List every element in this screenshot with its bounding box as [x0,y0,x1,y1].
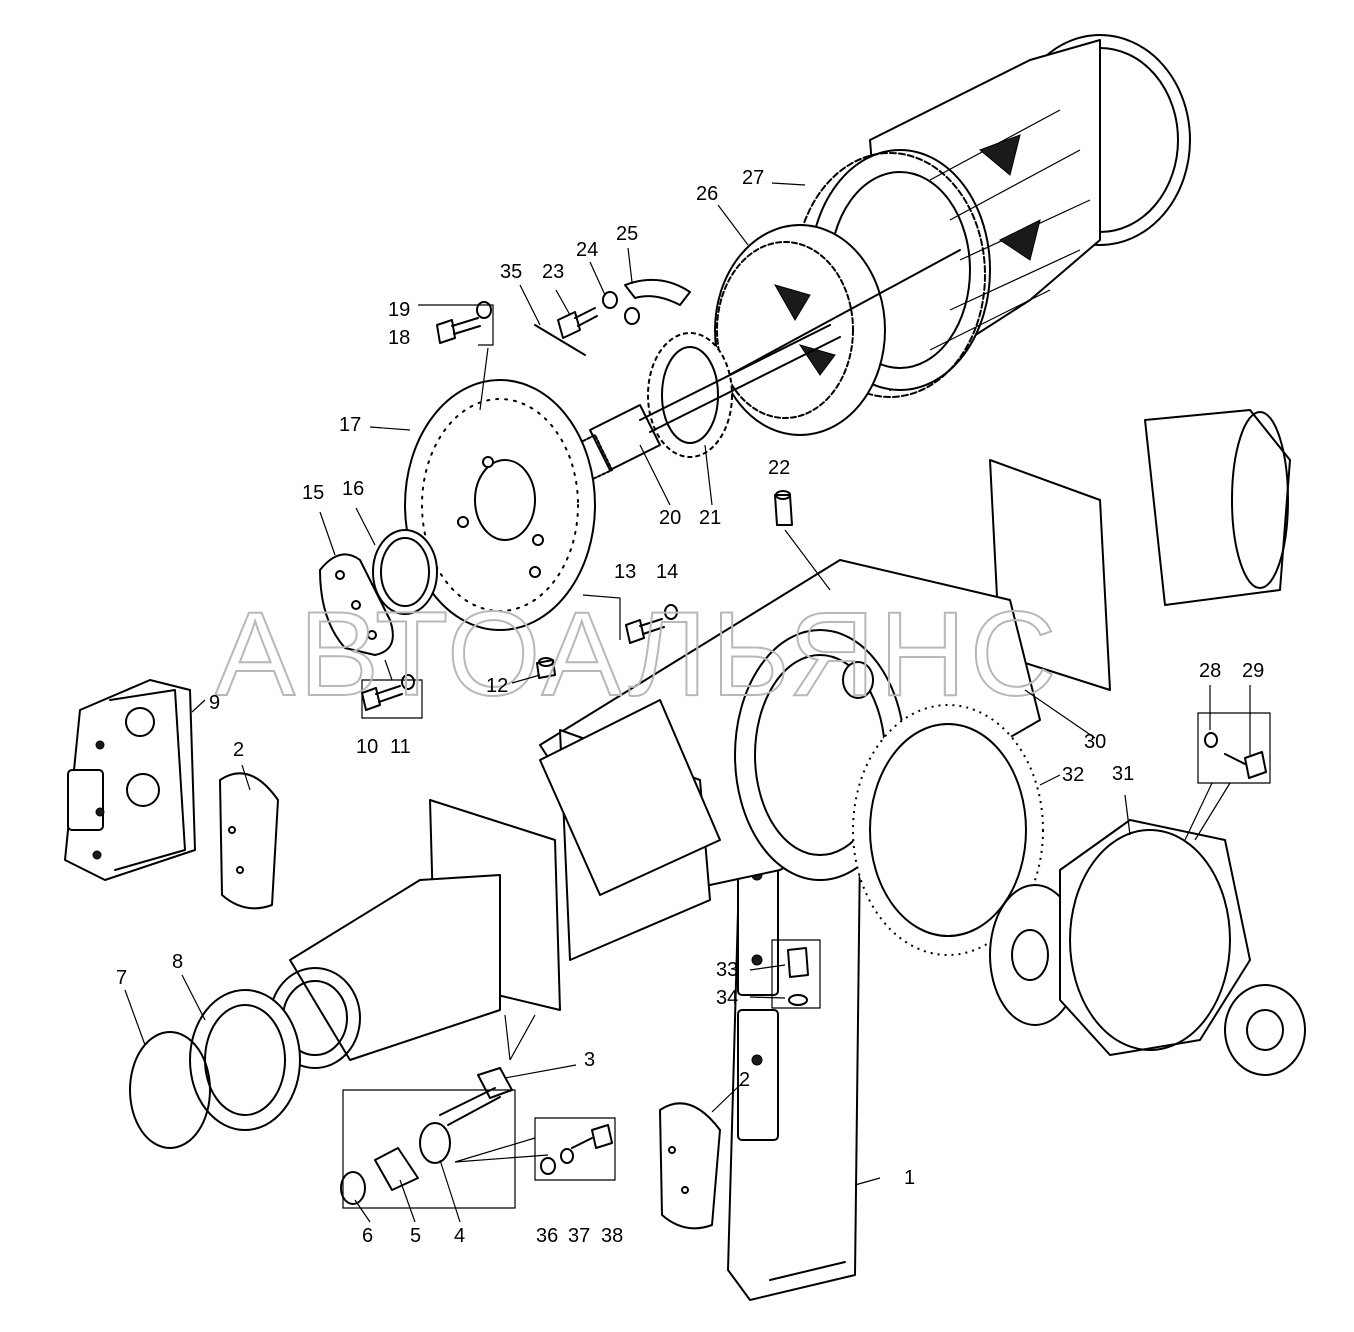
callout-22: 22 [768,457,790,479]
callout-3: 3 [584,1049,595,1071]
callout-6: 6 [362,1225,373,1247]
callout-28: 28 [1199,660,1221,682]
callout-37: 37 [568,1225,590,1247]
callout-36: 36 [536,1225,558,1247]
lock-plate-25 [624,278,691,306]
callout-27: 27 [742,167,764,189]
bolt-29 [1224,751,1267,779]
callout-4: 4 [454,1225,465,1247]
washer-28 [1204,732,1218,748]
gasket-32 [852,704,1044,956]
callout-25: 25 [616,223,638,245]
callout-9: 9 [209,692,220,714]
brake-pad-2-right [659,1102,721,1230]
half-shaft-20 [564,324,841,486]
brake-disc-17 [404,379,596,631]
washer-19 [476,301,492,319]
wheel-hub-drum [809,34,1191,391]
callout-15: 15 [302,482,324,504]
bolt-3 [439,1067,513,1126]
callout-11: 11 [390,736,411,758]
callout-labels: 1 2 2 3 4 5 6 7 8 9 10 11 12 13 14 15 16… [116,167,1264,1247]
o-ring-7 [129,1031,211,1149]
cover-15 [319,553,394,656]
drain-plug-33 [787,947,809,1006]
callout-26: 26 [696,183,718,205]
callout-10: 10 [356,736,378,758]
callout-17: 17 [339,414,361,436]
differential-31 [989,819,1306,1076]
callout-1: 1 [904,1167,915,1189]
callout-2-lower: 2 [739,1069,750,1091]
callout-38: 38 [601,1225,623,1247]
bolt-10 [361,685,403,711]
washer-37 [560,1148,574,1164]
callout-8: 8 [172,951,183,973]
callout-23: 23 [542,261,564,283]
brake-caliper-1 [727,799,861,1301]
bolt-38 [571,1124,613,1149]
callout-33: 33 [716,959,738,981]
wire-35 [534,324,586,356]
ring-11 [401,674,415,690]
callout-32: 32 [1062,764,1084,786]
callout-21: 21 [699,507,721,529]
washer-4 [419,1122,451,1164]
callout-31: 31 [1112,763,1134,785]
callout-13: 13 [614,561,636,583]
callout-34: 34 [716,987,738,1009]
seal-6 [340,1171,366,1205]
brake-caliper-9 [64,679,196,881]
seal-ring-8 [189,989,301,1131]
callout-2-upper: 2 [233,739,244,761]
callout-12: 12 [486,675,508,697]
washer-24 [602,291,640,325]
plug-12 [536,657,556,679]
callout-24: 24 [576,239,598,261]
bolt-23 [557,307,598,339]
ring-14 [664,604,678,620]
bolt-18 [436,317,481,344]
callout-7: 7 [116,967,127,989]
callout-14: 14 [656,561,678,583]
callout-20: 20 [659,507,681,529]
leader-lines [124,182,1251,1223]
brake-pad-2-left [219,772,279,910]
callout-19: 19 [388,299,410,321]
callout-35: 35 [500,261,522,283]
watermark-text: АВТОАЛЬЯНС [215,587,1060,721]
breather-22 [774,490,793,526]
sleeve-5 [374,1147,419,1191]
callout-29: 29 [1242,660,1264,682]
callout-16: 16 [342,478,364,500]
planet-carrier-26 [714,224,961,436]
gasket-16 [372,529,438,615]
washer-36 [540,1157,556,1175]
callout-18: 18 [388,327,410,349]
callout-5: 5 [410,1225,421,1247]
axle-housing-30 [269,409,1291,1069]
bolt-13 [625,618,665,644]
callout-30: 30 [1084,731,1106,753]
